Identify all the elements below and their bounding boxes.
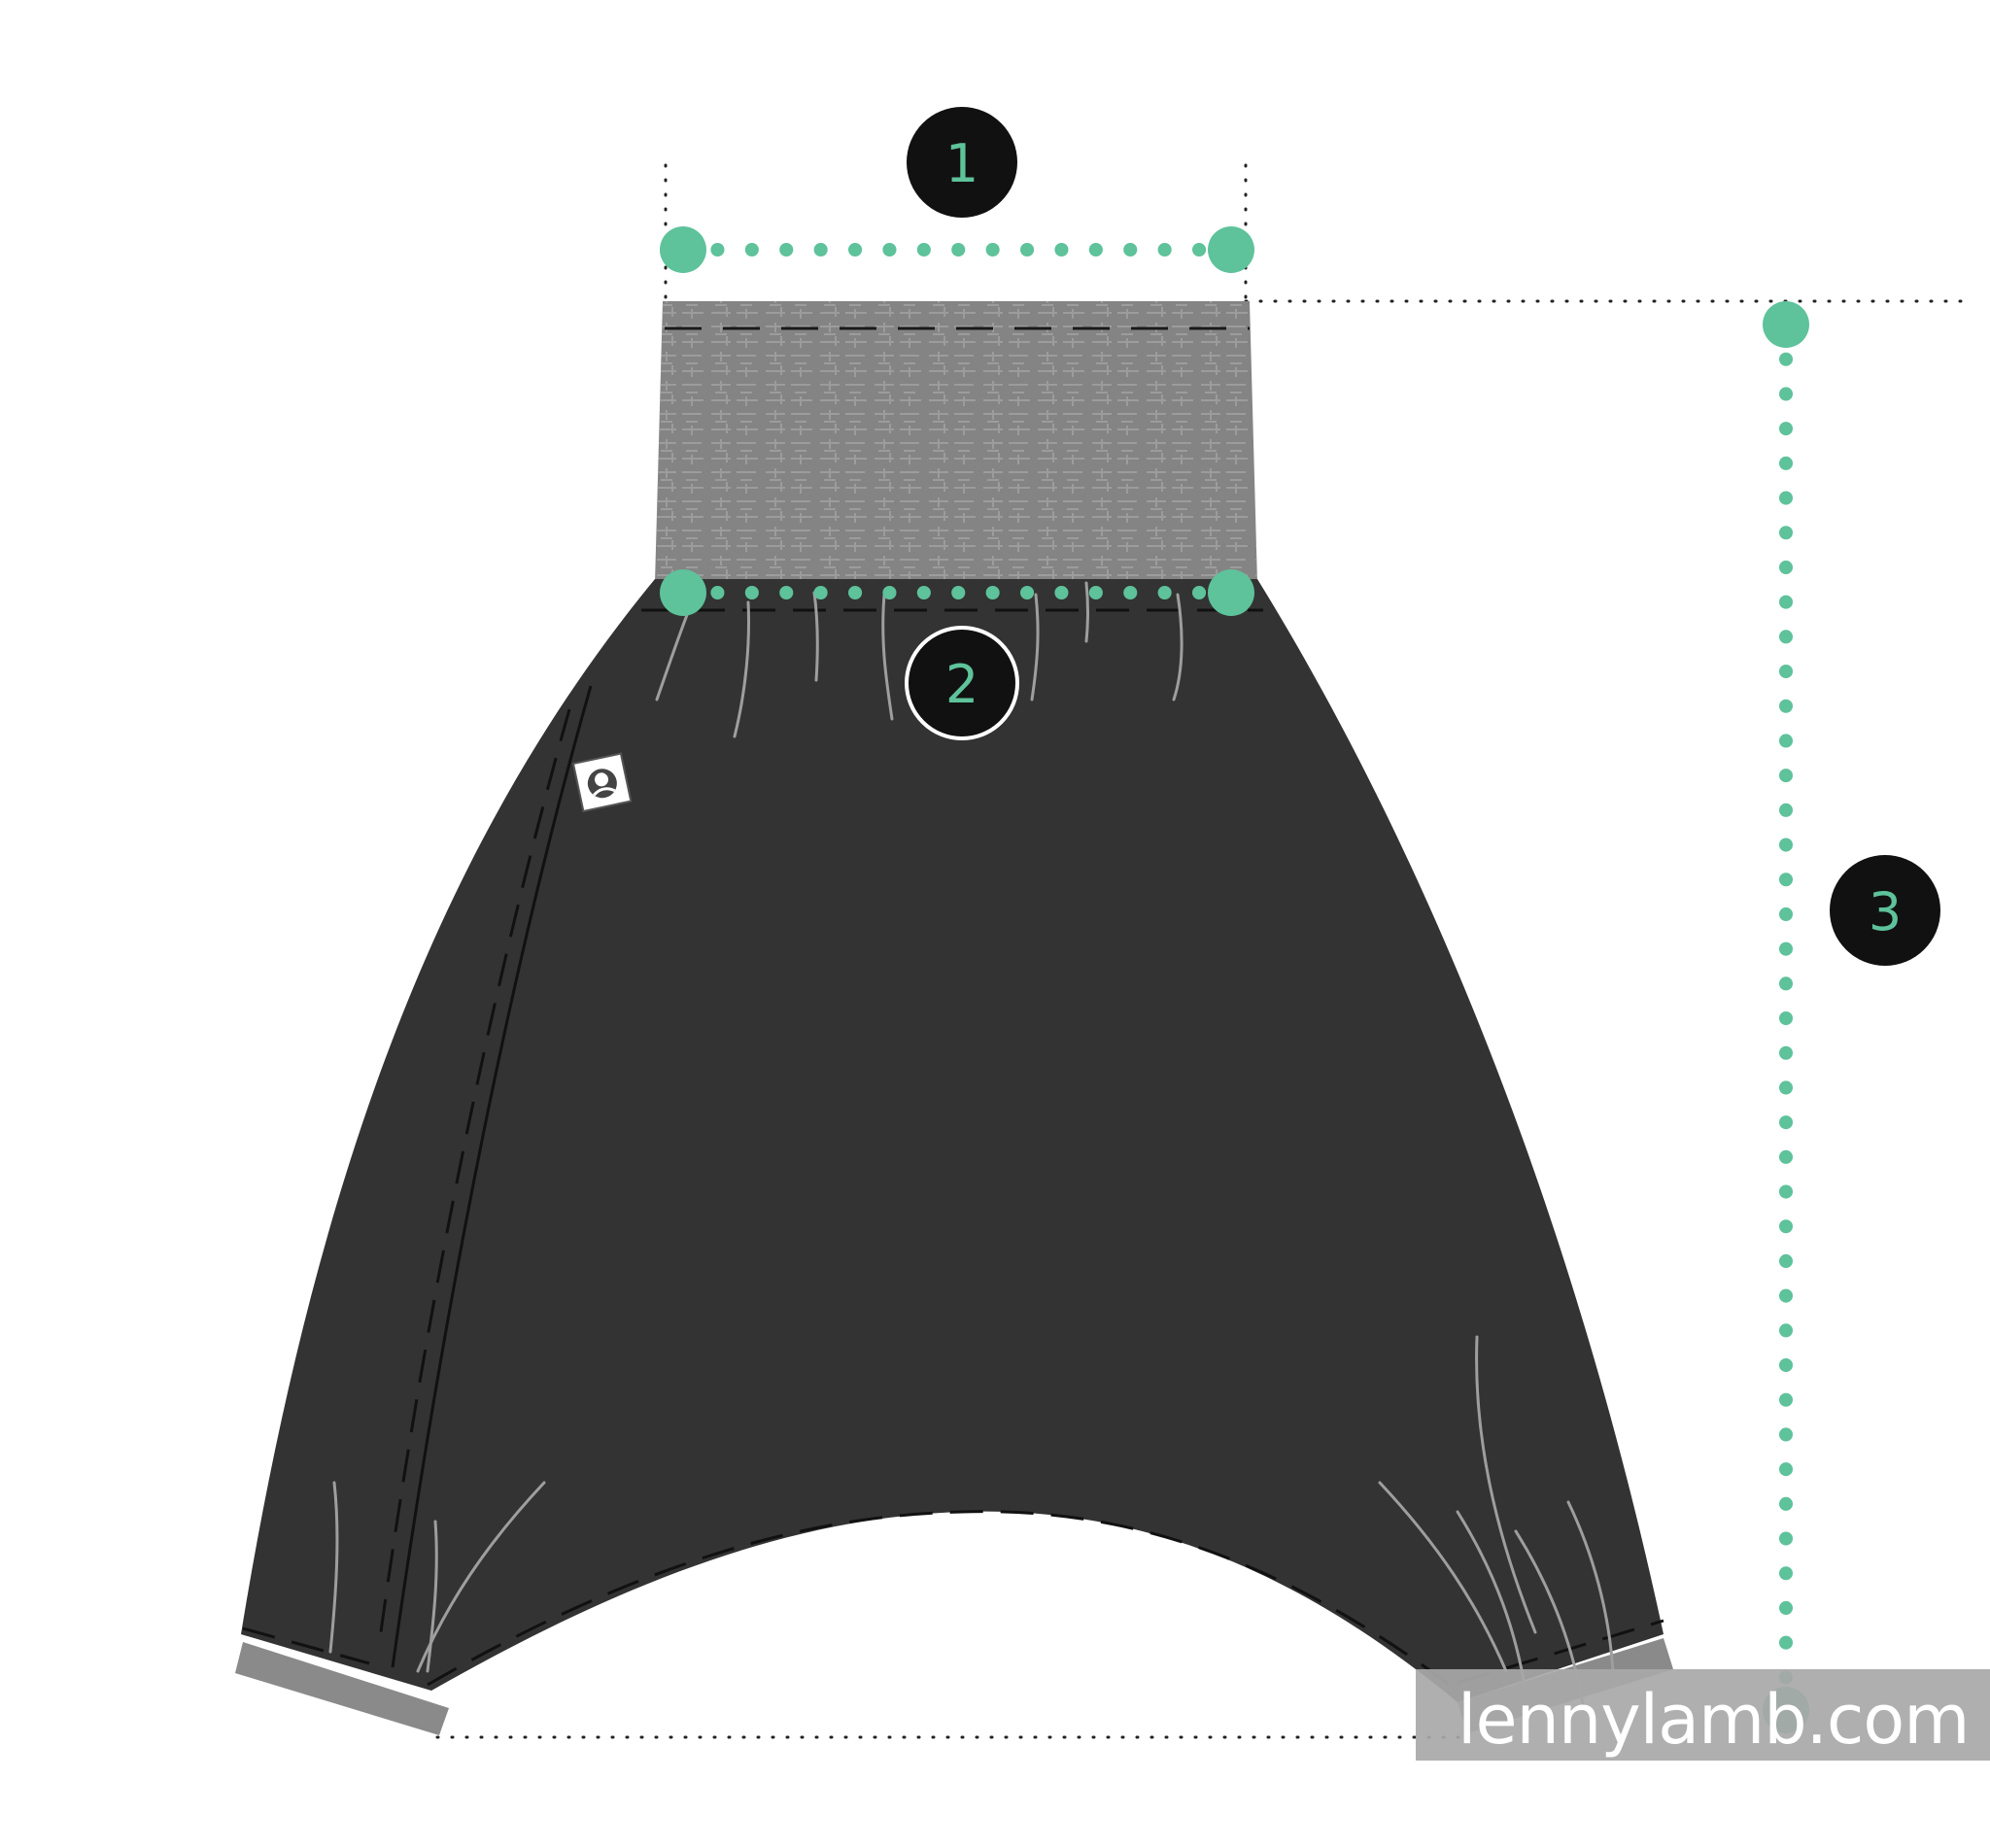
measurement-3-line bbox=[1763, 301, 1809, 1733]
measurement-badge-3: 3 bbox=[1830, 855, 1940, 966]
measurement-badge-2: 2 bbox=[905, 626, 1019, 740]
measurement-label-2: 2 bbox=[945, 654, 978, 715]
measurement-label-1: 1 bbox=[945, 133, 978, 194]
logo-tag-icon bbox=[571, 752, 633, 813]
waistband bbox=[655, 301, 1257, 583]
watermark-text: lennylamb.com bbox=[1458, 1680, 1969, 1760]
pants-body bbox=[235, 579, 1673, 1735]
reference-lines bbox=[435, 163, 1974, 1739]
measurement-2-line bbox=[660, 569, 1254, 616]
measurement-label-3: 3 bbox=[1869, 881, 1902, 942]
left-cuff bbox=[235, 1642, 449, 1735]
measurement-badge-1: 1 bbox=[907, 107, 1017, 218]
measurement-1-line bbox=[660, 226, 1254, 273]
watermark: lennylamb.com bbox=[1416, 1669, 1990, 1761]
